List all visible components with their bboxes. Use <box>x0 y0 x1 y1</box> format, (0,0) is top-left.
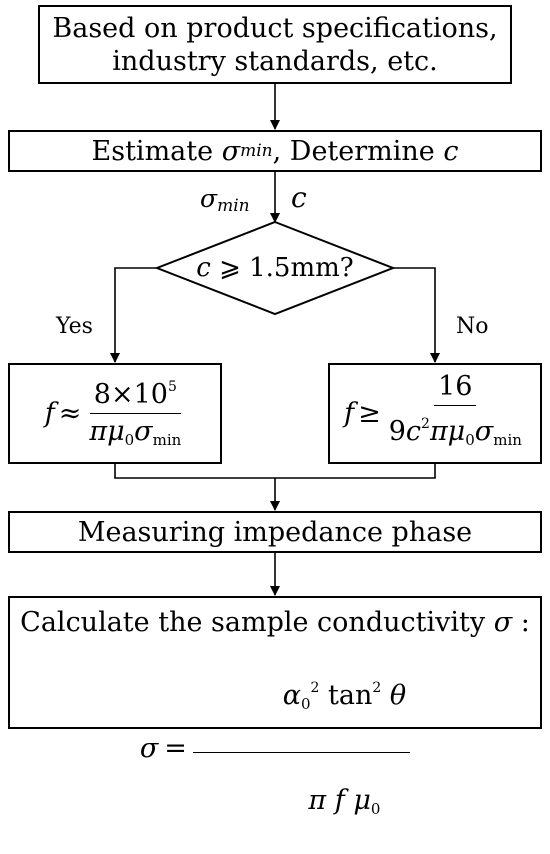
no-formula-denominator: 9c2πμ0σmin <box>385 406 526 455</box>
num-theta: θ <box>381 680 407 711</box>
yes-formula-numerator: 8×105 <box>89 372 181 414</box>
calculate-sigma: σ <box>493 607 513 638</box>
conductivity-denominator: π f μ0 <box>219 753 385 854</box>
conductivity-op: = <box>164 733 187 764</box>
decision-text: c ⩾ 1.5mm? <box>160 250 390 286</box>
conductivity-fraction: α02 tan2 θ π f μ0 <box>192 643 411 854</box>
measure-text: Measuring impedance phase <box>77 516 473 548</box>
yes-formula-lhs: f <box>44 398 55 429</box>
estimate-c: c <box>443 135 459 167</box>
no-den-sub0: 0 <box>465 431 475 449</box>
decision-diamond <box>154 220 396 316</box>
num-alpha-exp: 2 <box>310 680 320 696</box>
conductivity-formula: σ = α02 tan2 θ π f μ0 <box>139 643 411 854</box>
no-den-pm: πμ <box>429 416 466 447</box>
yes-den-sub0: 0 <box>124 431 135 449</box>
measure-box: Measuring impedance phase <box>8 511 542 553</box>
num-alpha-sub: 0 <box>300 695 311 713</box>
no-den-exp: 2 <box>421 416 430 432</box>
sigma-label-symbol: σ <box>200 184 218 213</box>
calculate-text: Calculate the sample conductivity <box>20 607 494 638</box>
source-line-1: Based on product specifications, <box>52 12 498 44</box>
estimate-sigma-sub: min <box>240 140 273 161</box>
yes-den-main: πμ <box>89 416 125 447</box>
no-formula: f ≥ 16 9c2πμ0σmin <box>344 372 526 455</box>
estimate-middle: , Determine <box>272 135 444 167</box>
no-formula-op: ≥ <box>358 398 381 429</box>
arrow-yes-branch <box>110 267 157 363</box>
yes-formula-op: ≈ <box>58 398 82 429</box>
num-alpha: α <box>282 680 301 711</box>
c-label: c <box>291 181 307 214</box>
arrow-no-branch <box>393 267 440 363</box>
connector-layer <box>110 84 440 596</box>
sigma-label-sub: min <box>217 196 250 216</box>
no-formula-box: f ≥ 16 9c2πμ0σmin <box>328 363 542 464</box>
sigma-min-label: σmin <box>200 184 250 216</box>
yes-formula: f ≈ 8×105 πμ0σmin <box>45 372 186 455</box>
den-mu-sub: 0 <box>370 800 381 818</box>
source-line-2: industry standards, etc. <box>112 45 438 77</box>
yes-formula-denominator: πμ0σmin <box>85 414 185 455</box>
conductivity-numerator: α02 tan2 θ <box>192 643 411 753</box>
yes-formula-box: f ≈ 8×105 πμ0σmin <box>8 363 222 464</box>
no-formula-numerator: 16 <box>434 372 477 406</box>
num-tan-exp: 2 <box>372 680 382 696</box>
calculate-box: Calculate the sample conductivity σ : σ … <box>8 596 542 818</box>
den-pi: π <box>308 785 327 816</box>
no-den-c: c <box>405 416 422 447</box>
source-box: Based on product specifications, industr… <box>38 5 512 84</box>
den-mu: μ <box>353 785 371 816</box>
no-formula-lhs: f <box>344 398 355 429</box>
flowchart: Based on product specifications, industr… <box>8 5 542 818</box>
yes-num-main: 8×10 <box>93 379 168 410</box>
decision-rest: ⩾ 1.5mm? <box>210 253 354 283</box>
yes-num-exp: 5 <box>167 379 177 395</box>
decision-var: c <box>196 253 211 283</box>
num-tan: tan <box>319 680 373 711</box>
yes-label: Yes <box>56 314 93 339</box>
estimate-sigma: σ <box>221 135 241 167</box>
yes-den-sub-min: min <box>152 431 182 449</box>
no-den-sigma: σ <box>474 416 494 447</box>
conductivity-lhs: σ <box>139 733 159 764</box>
calculate-heading: Calculate the sample conductivity σ : <box>20 606 530 639</box>
estimate-prefix: Estimate <box>91 135 222 167</box>
no-den-sub-min: min <box>493 431 522 449</box>
no-den-a: 9 <box>388 416 406 447</box>
calculate-colon: : <box>512 607 530 638</box>
yes-den-sigma: σ <box>134 416 153 447</box>
no-formula-fraction: 16 9c2πμ0σmin <box>385 372 526 455</box>
merge-line <box>114 464 436 479</box>
den-f: f <box>326 785 354 816</box>
no-label: No <box>456 314 489 339</box>
yes-formula-fraction: 8×105 πμ0σmin <box>85 372 185 455</box>
